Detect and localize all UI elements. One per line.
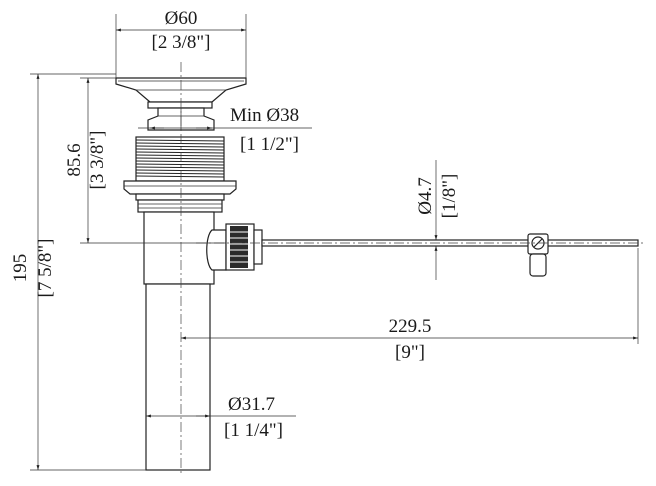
thread-lines: [135, 139, 225, 178]
min-hole-diameter-metric: Min Ø38: [230, 105, 299, 126]
dim-overall-height: 195 [7 5/8"]: [10, 73, 146, 471]
pivot-nut-knurl: [230, 226, 248, 268]
tailpiece-diameter-imperial: [1 1/4"]: [224, 420, 283, 441]
dim-rod-diameter: Ø4.7 [1/8"]: [415, 160, 460, 280]
flange-height-imperial: [3 3/8"]: [87, 131, 108, 190]
stopper-diameter-metric: Ø60: [165, 8, 198, 29]
pivot-rod: [261, 233, 639, 277]
dim-tailpiece-diameter: Ø31.7 [1 1/4"]: [146, 394, 296, 441]
dim-rod-length: 229.5 [9"]: [181, 248, 639, 363]
min-hole-diameter-imperial: [1 1/2"]: [240, 134, 299, 155]
dim-min-hole-diameter: Min Ø38 [1 1/2"]: [138, 105, 312, 155]
dim-stopper-diameter: Ø60 [2 3/8"]: [115, 8, 247, 78]
rod-length-metric: 229.5: [389, 316, 432, 337]
stopper-diameter-imperial: [2 3/8"]: [152, 32, 211, 53]
rod-diameter-imperial: [1/8"]: [439, 174, 460, 219]
flange-height-metric: 85.6: [64, 143, 85, 176]
overall-height-imperial: [7 5/8"]: [35, 239, 56, 298]
dim-flange-height: 85.6 [3 3/8"]: [64, 77, 226, 244]
rod-diameter-metric: Ø4.7: [415, 177, 436, 214]
drain-body: [115, 77, 263, 471]
tailpiece-diameter-metric: Ø31.7: [228, 394, 275, 415]
overall-height-metric: 195: [10, 254, 31, 283]
rod-length-imperial: [9"]: [395, 342, 425, 363]
